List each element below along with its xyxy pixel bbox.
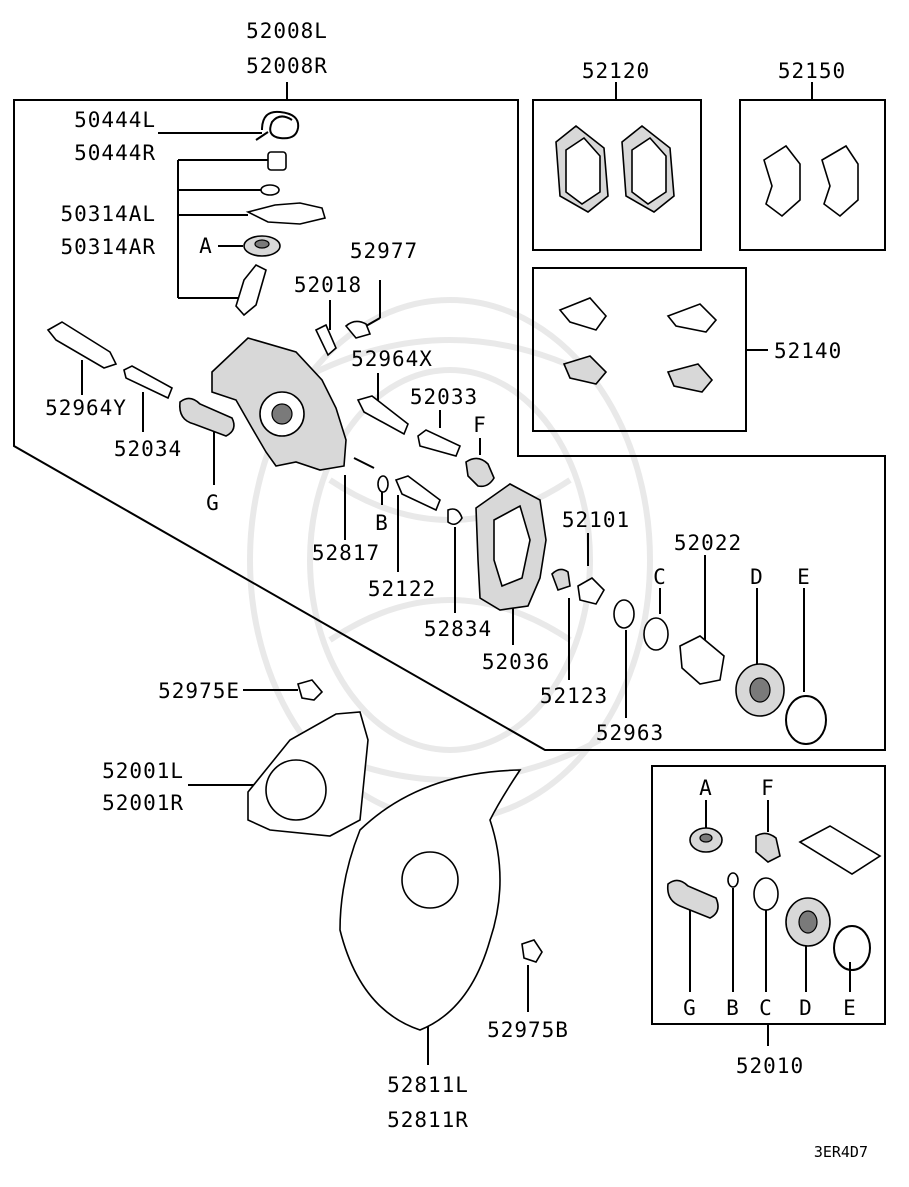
bolt-52975e-part <box>297 679 324 701</box>
guide-pin-34-part <box>123 365 174 400</box>
label-50444R: 50444R <box>74 141 156 165</box>
washer-part <box>260 184 280 196</box>
kit-grease-pack-part <box>798 825 882 875</box>
kit-ring-e-part <box>833 925 871 971</box>
callout-C: C <box>653 565 667 589</box>
boot-f-part <box>465 457 495 488</box>
label-52977: 52977 <box>350 239 418 263</box>
label-52123: 52123 <box>540 684 608 708</box>
spring-52123-part <box>551 568 571 592</box>
label-52010: 52010 <box>736 1054 804 1078</box>
callout-B: B <box>375 511 389 535</box>
diagram-code: 3ER4D7 <box>814 1143 868 1161</box>
label-52150: 52150 <box>778 59 846 83</box>
callout-G: G <box>206 491 220 515</box>
label-52964Y: 52964Y <box>45 396 127 420</box>
kit-callout-B: B <box>726 996 740 1020</box>
label-52018: 52018 <box>294 273 362 297</box>
kit-callout-D: D <box>799 996 813 1020</box>
guide-bolt-y-part <box>46 321 118 369</box>
pin-52817-part <box>353 457 375 469</box>
shim-52963-part <box>613 599 635 629</box>
kit-callout-F: F <box>761 776 775 800</box>
callout-A: A <box>199 234 213 258</box>
pad-clips-part <box>558 297 718 393</box>
kit-callout-A: A <box>699 776 713 800</box>
kit-callout-G: G <box>683 996 697 1020</box>
label-52033: 52033 <box>410 385 478 409</box>
seal-c-part <box>643 617 669 651</box>
bolt-52975b-part <box>521 939 543 963</box>
bracket-part <box>245 202 327 225</box>
label-52001L: 52001L <box>102 759 184 783</box>
kit-o-ring-b-part <box>727 872 739 888</box>
label-52963: 52963 <box>596 721 664 745</box>
label-52140: 52140 <box>774 339 842 363</box>
pin-52018-part <box>314 323 337 357</box>
boot-a-part <box>243 235 281 257</box>
boot-g-part <box>178 397 235 437</box>
label-52975B: 52975B <box>487 1018 569 1042</box>
guide-pin-33-part <box>417 429 462 457</box>
shim-box <box>739 99 886 251</box>
label-52120: 52120 <box>582 59 650 83</box>
bushing-52977-part <box>344 320 372 339</box>
kit-seal-c-part <box>753 877 779 911</box>
label-52122: 52122 <box>368 577 436 601</box>
label-52008L: 52008L <box>246 19 328 43</box>
label-52101: 52101 <box>562 508 630 532</box>
kit-callout-C: C <box>759 996 773 1020</box>
label-52008R: 52008R <box>246 54 328 78</box>
o-ring-b-part <box>377 475 389 493</box>
adapter-hub-hole <box>265 759 327 821</box>
bolt-52122-part <box>394 475 441 512</box>
kit-boot-f-part <box>755 832 781 863</box>
caliper-assembly-box <box>13 99 886 751</box>
label-50314AR: 50314AR <box>60 235 156 259</box>
bleeder-cap-part <box>267 151 287 171</box>
kit-callout-E: E <box>843 996 857 1020</box>
label-52034: 52034 <box>114 437 182 461</box>
label-52811R: 52811R <box>387 1108 469 1132</box>
brake-pads-part <box>555 124 675 213</box>
callout-D: D <box>750 565 764 589</box>
label-52817: 52817 <box>312 541 380 565</box>
label-50314AL: 50314AL <box>60 202 156 226</box>
label-50444L: 50444L <box>74 108 156 132</box>
label-52811L: 52811L <box>387 1073 469 1097</box>
guide-bolt-x-part <box>356 395 409 436</box>
label-52036: 52036 <box>482 650 550 674</box>
boot-d-part <box>735 663 785 717</box>
kit-boot-g-part <box>666 879 719 919</box>
pad-shims-part <box>763 144 859 218</box>
callout-E: E <box>797 565 811 589</box>
label-52834: 52834 <box>424 617 492 641</box>
spring-part <box>255 110 300 141</box>
label-52001R: 52001R <box>102 791 184 815</box>
bleeder-screw-part <box>235 263 267 317</box>
kit-boot-a-part <box>689 827 723 853</box>
lock-plate-52101-part <box>577 577 605 605</box>
label-52964X: 52964X <box>351 347 433 371</box>
kit-boot-d-part <box>785 897 831 947</box>
label-52975E: 52975E <box>158 679 240 703</box>
callout-F: F <box>473 413 487 437</box>
ring-e-part <box>785 695 827 745</box>
support-bracket-window <box>493 504 531 588</box>
clip-52834-part <box>447 508 463 526</box>
piston-52022-part <box>679 635 725 685</box>
caliper-bore-inner <box>271 403 293 425</box>
label-52022: 52022 <box>674 531 742 555</box>
dust-shield-hole <box>401 851 459 909</box>
